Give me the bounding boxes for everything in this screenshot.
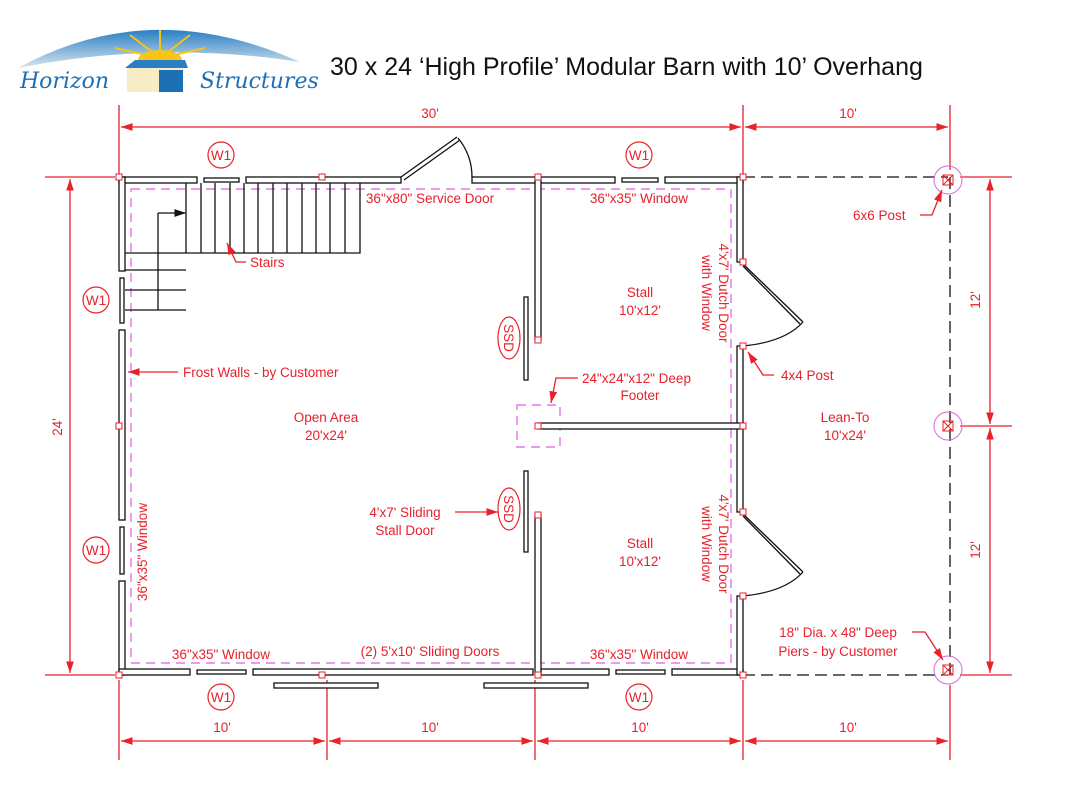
window-tag: W1 — [86, 543, 106, 558]
label-window-bottom-left: 36"x35" Window — [172, 647, 270, 662]
label-sliding-stall-2: Stall Door — [375, 523, 435, 538]
label-dutch-door-top-2: with Window — [699, 254, 714, 331]
window-tag: W1 — [629, 690, 649, 705]
dim-bottom-3: 10' — [631, 720, 649, 735]
frost-wall-guide — [130, 188, 732, 664]
window-tag-circle — [625, 683, 653, 711]
dim-right-upper: 12' — [968, 291, 983, 309]
label-stairs: Stairs — [250, 255, 285, 270]
window-tag: W1 — [629, 148, 649, 163]
dim-bottom-4: 10' — [839, 720, 857, 735]
label-service-door: 36"x80" Service Door — [366, 191, 495, 206]
window-tag: W1 — [86, 293, 106, 308]
ssd-tag: SSD — [501, 495, 516, 523]
label-footer-1: 24"x24"x12" Deep — [582, 371, 691, 386]
ssd-tag-oval — [497, 487, 521, 531]
window-tag: W1 — [211, 148, 231, 163]
lean-to-posts — [933, 165, 963, 685]
page-title: 30 x 24 ‘High Profile’ Modular Barn with… — [330, 53, 923, 81]
dim-left: 24' — [50, 418, 65, 436]
window-tag-circle — [625, 141, 653, 169]
label-open-area: Open Area — [294, 410, 359, 425]
dim-top-overhang: 10' — [839, 106, 857, 121]
label-footer-2: Footer — [620, 388, 660, 403]
label-frost-walls: Frost Walls - by Customer — [183, 365, 339, 380]
window-tag: W1 — [211, 690, 231, 705]
label-sliding-doors: (2) 5'x10' Sliding Doors — [361, 644, 500, 659]
ssd-tag-oval — [497, 316, 521, 360]
logo-text-structures: Structures — [200, 69, 319, 94]
label-stall-bottom: Stall — [627, 536, 653, 551]
label-lean-to-size: 10'x24' — [824, 428, 866, 443]
dim-right-lower: 12' — [968, 541, 983, 559]
dim-bottom-2: 10' — [421, 720, 439, 735]
posts — [115, 173, 747, 679]
label-stall-top: Stall — [627, 285, 653, 300]
dimension-lines — [45, 105, 1012, 760]
label-4x4-post: 4x4 Post — [781, 368, 834, 383]
label-stall-top-size: 10'x12' — [619, 303, 661, 318]
label-dutch-door-top-1: 4'x7' Dutch Door — [716, 244, 731, 343]
label-window-left: 36"x35" Window — [135, 503, 150, 601]
dim-bottom-1: 10' — [213, 720, 231, 735]
logo-text-horizon: Horizon — [19, 69, 109, 94]
label-lean-to: Lean-To — [821, 410, 870, 425]
dim-top-main: 30' — [421, 106, 439, 121]
window-tag-circle — [82, 286, 110, 314]
company-logo: Horizon Structures — [18, 29, 319, 94]
leader-lines — [127, 189, 944, 661]
window-tag-circle — [207, 683, 235, 711]
label-window-top-right: 36"x35" Window — [590, 191, 688, 206]
window-tag-circle — [207, 141, 235, 169]
label-open-area-size: 20'x24' — [305, 428, 347, 443]
label-dutch-door-bottom-1: 4'x7' Dutch Door — [716, 495, 731, 594]
label-stall-bottom-size: 10'x12' — [619, 554, 661, 569]
label-sliding-stall-1: 4'x7' Sliding — [369, 505, 440, 520]
ssd-tag: SSD — [501, 324, 516, 352]
label-piers-1: 18" Dia. x 48" Deep — [779, 625, 897, 640]
label-window-bottom-right: 36"x35" Window — [590, 647, 688, 662]
label-dutch-door-bottom-2: with Window — [699, 505, 714, 582]
label-piers-2: Piers - by Customer — [778, 644, 898, 659]
label-6x6-post: 6x6 Post — [853, 208, 906, 223]
window-tag-circle — [82, 536, 110, 564]
